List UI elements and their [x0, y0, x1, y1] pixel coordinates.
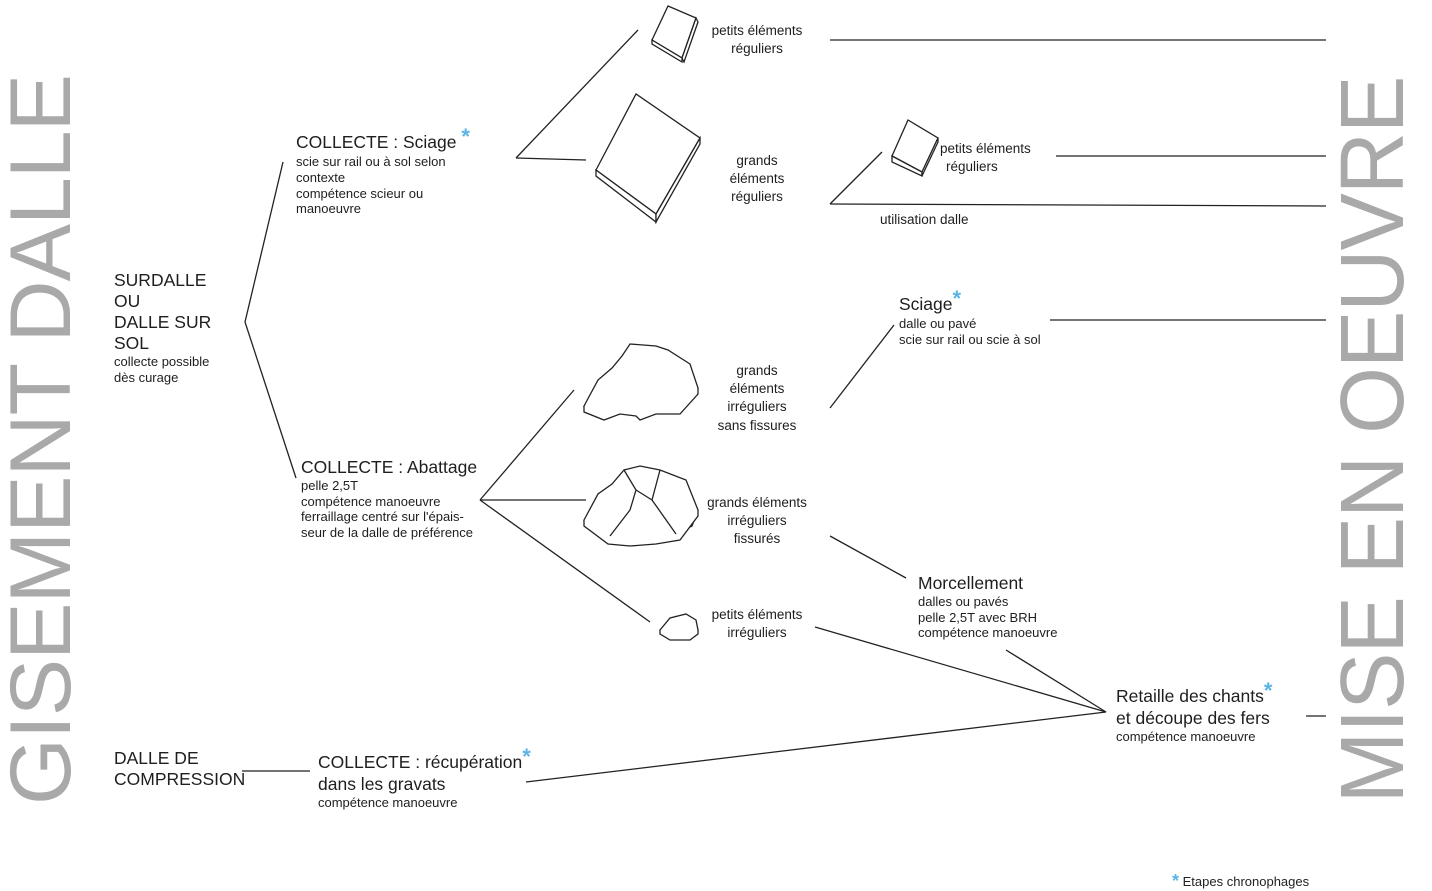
collecte-gravats: COLLECTE : récupération* dans les gravat… — [318, 748, 531, 811]
retaille-step: Retaille des chants* et découpe des fers… — [1116, 682, 1272, 745]
caption-utilisation-dalle: utilisation dalle — [880, 211, 994, 229]
small-irregular-slab-icon — [660, 614, 698, 640]
legend-star-icon: * — [1172, 871, 1179, 891]
large-block-icon — [596, 94, 700, 222]
sciage-step: Sciage* dalle ou pavé scie sur rail ou s… — [899, 290, 1041, 348]
chronophage-star: * — [461, 124, 470, 149]
collecte-sciage: COLLECTE : Sciage * scie sur rail ou à s… — [296, 128, 470, 217]
chronophage-star: * — [1264, 678, 1273, 703]
chronophage-star: * — [953, 286, 962, 311]
legend: * Etapes chronophages — [1172, 870, 1309, 891]
fissured-slab-icon — [584, 466, 698, 546]
irregular-slab-icon — [584, 344, 698, 420]
small-block-icon-2 — [892, 120, 938, 176]
chronophage-star: * — [522, 744, 531, 769]
morcellement-step: Morcellement dalles ou pavés pelle 2,5T … — [918, 573, 1057, 641]
source-surdalle: SURDALLE OU DALLE SUR SOL collecte possi… — [114, 270, 211, 385]
source-compression: DALLE DE COMPRESSION — [114, 748, 245, 790]
legend-label: Etapes chronophages — [1183, 874, 1309, 889]
small-block-icon — [652, 6, 698, 62]
collecte-abattage: COLLECTE : Abattage pelle 2,5T compétenc… — [301, 457, 477, 540]
